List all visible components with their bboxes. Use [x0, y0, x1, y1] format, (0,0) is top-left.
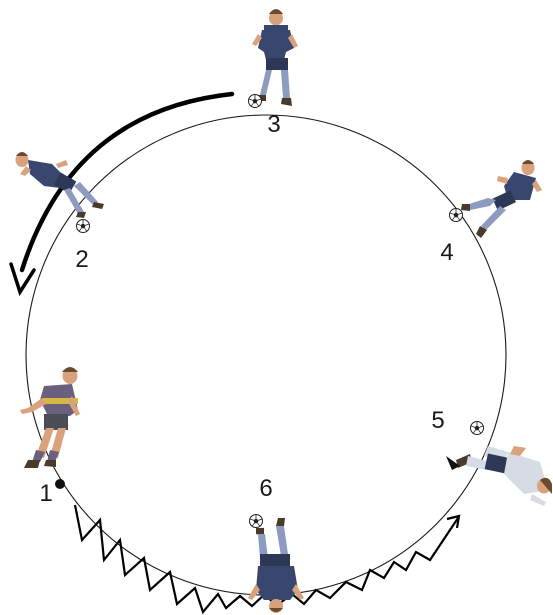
position-2-label: 2 — [75, 246, 88, 273]
ball-icon — [248, 94, 262, 108]
ball-icon — [76, 219, 90, 233]
position-3-label: 3 — [267, 111, 280, 138]
player-4-figure — [461, 160, 542, 238]
zigzag-dribble-arrow — [73, 504, 461, 615]
player-5-figure — [446, 446, 552, 506]
ball-icon — [449, 208, 463, 222]
curved-pass-arrow — [9, 91, 235, 297]
position-1-marker — [55, 479, 65, 489]
player-3-figure — [252, 9, 298, 106]
position-4-label: 4 — [440, 239, 453, 266]
ball-icon — [249, 514, 263, 528]
position-1-label: 1 — [39, 480, 52, 507]
position-6-label: 6 — [259, 475, 272, 502]
player-1-figure — [20, 367, 80, 468]
player-2-figure — [15, 152, 104, 218]
player-6-figure — [248, 518, 304, 613]
position-5-label: 5 — [431, 407, 444, 434]
ball-icon — [470, 421, 484, 435]
